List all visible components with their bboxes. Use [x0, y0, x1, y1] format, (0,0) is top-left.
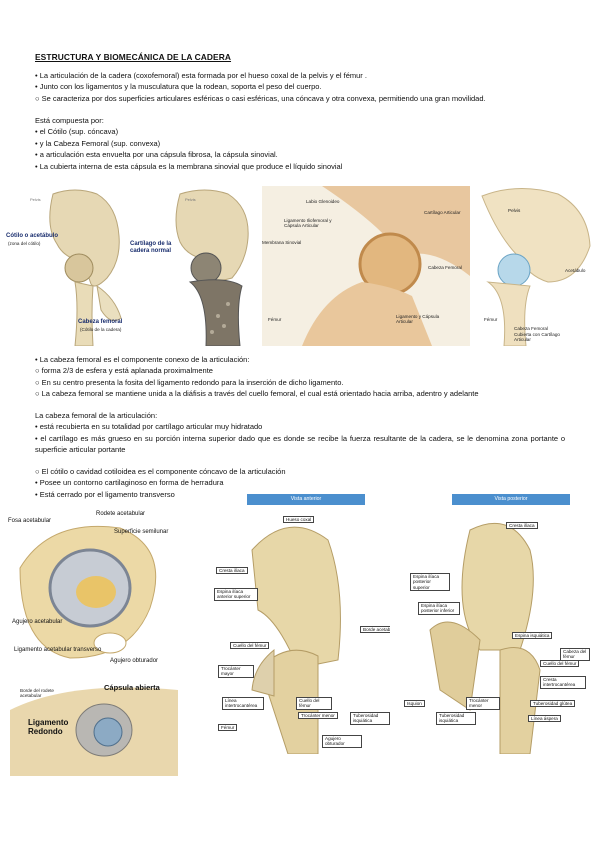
anatomy-label: Espina ilíaca posterior superior — [410, 573, 450, 592]
femoral-head-sub-label: (Cótilo de la cadera) — [80, 327, 122, 332]
anatomy-label: Trocánter menor — [466, 697, 500, 710]
cotilo-line: ○ El cótilo o cavidad cotiloidea es el c… — [35, 467, 286, 476]
pelvis-label: Pelvis — [508, 208, 521, 213]
anatomy-label: Línea intertrocantérea — [222, 697, 264, 710]
cotilo-sub-label: (zona del cótilo) — [8, 241, 41, 246]
anatomy-label: Cresta ilíaca — [216, 567, 248, 575]
joint-label: Ligamento y Cápsula Articular — [396, 314, 440, 325]
anatomy-label: Tuberosidad glútea — [530, 700, 576, 708]
anatomy-label: Trocánter menor — [298, 712, 338, 720]
anatomy-label: Cresta intertrocantérea — [540, 676, 586, 689]
anatomy-label: Espina isquiática — [512, 632, 553, 640]
acetabulum-label: Fosa acetabular — [8, 518, 52, 524]
intro-section: • La articulación de la cadera (coxofemo… — [35, 70, 486, 104]
cotilo-line: • Posee un contorno cartilaginoso en for… — [35, 478, 224, 488]
posterior-header: Vista posterior — [452, 494, 570, 505]
anatomy-label: Espina ilíaca posterior inferior — [418, 602, 460, 615]
round-ligament-label: Ligamento Redondo — [28, 718, 69, 736]
femoral-head-line: ○ La cabeza femoral se mantiene unida a … — [35, 389, 479, 399]
joint-label: Cartílago Articular — [424, 210, 461, 215]
femoral-head-label: Cabeza femoral — [78, 319, 123, 325]
anatomy-label: Cuello del fémur — [230, 642, 270, 650]
femoral-head-label-4: Cabeza Femoral — [514, 326, 548, 331]
femoral-head-line: • La cabeza femoral es el componente con… — [35, 355, 250, 364]
intro-line: • La articulación de la cadera (coxofemo… — [35, 71, 367, 80]
pelvis-text: Pelvis — [30, 197, 41, 202]
figure-hip-cotilo — [35, 186, 130, 346]
cotilo-label: Cótilo o acetábulo — [6, 233, 59, 239]
figure-anterior-view — [178, 490, 388, 754]
acetabulum-label: Rodete acetabular — [96, 511, 146, 517]
composition-line: • a articulación esta envuelta por una c… — [35, 150, 278, 160]
figure-hip-cartilage — [160, 186, 260, 346]
acetabulum-label: Agujero acetabular — [12, 619, 63, 625]
femoral-head-line: ○ En su centro presenta la fosita del li… — [35, 377, 344, 387]
anatomy-label: Agujero obturador — [322, 735, 362, 748]
anatomy-label: Hueso coxal — [283, 516, 315, 524]
page-title: ESTRUCTURA Y BIOMECÁNICA DE LA CADERA — [35, 52, 232, 62]
section-heading: La cabeza femoral de la articulación: — [35, 411, 158, 420]
figure-posterior-view — [390, 490, 590, 754]
composition-line: • y la Cabeza Femoral (sup. convexa) — [35, 138, 161, 148]
cotilo-line: • Está cerrado por el ligamento transver… — [35, 489, 175, 499]
pelvis-text-2: Pelvis — [185, 197, 196, 202]
figure-capsule — [10, 680, 178, 776]
capsule-label: Cápsula abierta — [104, 683, 160, 692]
anatomy-label: Cabeza del fémur — [560, 648, 590, 661]
femoral-head-section: • La cabeza femoral es el componente con… — [35, 354, 479, 400]
intro-line: ○ Se caracteriza por dos superficies art… — [35, 93, 486, 103]
figure-joint-section — [262, 186, 470, 346]
joint-label: Membrana Sinovial — [262, 240, 302, 245]
joint-label: Cabeza Femoral — [428, 265, 462, 270]
composition-line: • La cubierta interna de esta cápsula es… — [35, 161, 343, 171]
joint-label: Ligamento Iliofemoral y Cápsula Articula… — [284, 218, 332, 229]
femoral-head-line: ○ forma 2/3 de esfera y está aplanada pr… — [35, 366, 213, 376]
composition-line: Está compuesta por: — [35, 116, 104, 125]
cartilage-label: Cartílago de la cadera normal — [130, 241, 172, 254]
rim-label: Borde del rodete acetabular — [20, 688, 54, 699]
anterior-header: Vista anterior — [247, 494, 365, 505]
joint-label: Fémur — [268, 317, 282, 322]
acetabulum-label: Acetábulo — [565, 268, 586, 273]
cartilage-cover-label: Cubierta con Cartílago Articular — [514, 332, 560, 343]
anatomy-label: Tuberosidad isquiática — [436, 712, 476, 725]
composition-section: Está compuesta por: • el Cótilo (sup. có… — [35, 115, 342, 172]
intro-line: • Junto con los ligamentos y la musculat… — [35, 82, 322, 92]
composition-line: • el Cótilo (sup. cóncava) — [35, 127, 119, 137]
acetabulum-label: Agujero obturador — [110, 658, 159, 664]
femur-label: Fémur — [484, 317, 498, 322]
anatomy-label: Espina ilíaca anterior superior — [214, 588, 258, 601]
anatomy-label: Cuello del fémur — [296, 697, 332, 710]
anatomy-label: Cuello del fémur — [540, 660, 580, 668]
anatomy-label: Isquion — [404, 700, 425, 708]
figure-pelvis-lateral — [478, 186, 594, 346]
acetabulum-label: Ligamento acetabular transverso — [14, 647, 102, 653]
anatomy-label: Trocánter mayor — [218, 665, 254, 678]
cartilage-line: • está recubierta en su totalidad por ca… — [35, 422, 263, 432]
anatomy-label: Tuberosidad isquiática — [350, 712, 390, 725]
anatomy-label: Cresta ilíaca — [506, 522, 538, 530]
cotilo-section: ○ El cótilo o cavidad cotiloidea es el c… — [35, 466, 286, 500]
femoral-head-cartilage-section: La cabeza femoral de la articulación: • … — [35, 410, 565, 456]
cartilage-line: • el cartílago es más grueso en su porci… — [35, 433, 565, 455]
figure-acetabulum — [10, 508, 178, 668]
joint-label: Labio Glenoideo — [306, 199, 340, 204]
anatomy-label: Fémur — [218, 724, 238, 732]
anatomy-label: Línea áspera — [528, 715, 561, 723]
acetabulum-label: Superficie semilunar — [114, 529, 169, 535]
